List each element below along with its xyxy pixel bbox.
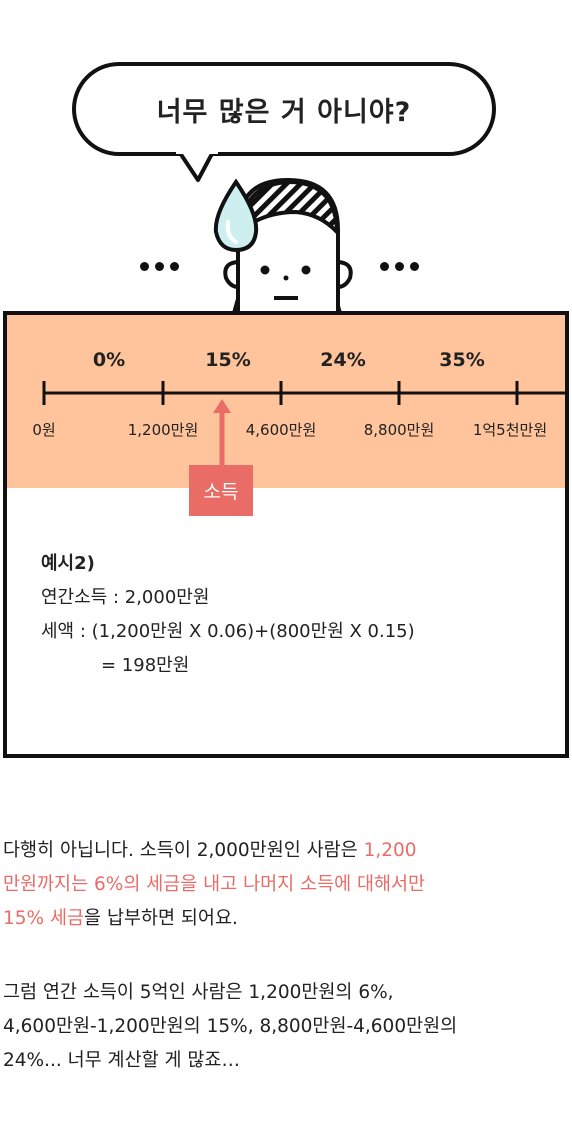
explanation-paragraph-2: 그럼 연간 소득이 5억인 사람은 1,200만원의 6%, 4,600만원-1… xyxy=(3,976,563,1078)
speech-bubble: 너무 많은 거 아니야? xyxy=(72,62,496,156)
bracket-axis xyxy=(42,381,565,467)
bracket-rate-0: 0% xyxy=(92,349,126,371)
example-tax-result: = 198만원 xyxy=(101,655,190,676)
example-block: 예시2) 연간소득 : 2,000만원 세액 : (1,200만원 X 0.06… xyxy=(41,547,415,683)
speech-bubble-text: 너무 많은 거 아니야? xyxy=(156,96,412,128)
ellipsis-dots-right xyxy=(380,262,419,271)
tick-label-2: 4,600만원 xyxy=(245,421,317,439)
ellipsis-dots-left xyxy=(140,262,179,271)
paragraph-1-text-start: 다행히 아닙니다. 소득이 2,000만원인 사람은 xyxy=(3,840,364,861)
paragraph-2-line-2: 4,600만원-1,200만원의 15%, 8,800만원-4,600만원의 xyxy=(3,1016,458,1037)
paragraph-1-highlight-b: 만원까지는 6%의 세금을 내고 나머지 소득에 대해서만 xyxy=(3,874,426,895)
paragraph-1-text-end: 을 납부하면 되어요. xyxy=(84,908,238,929)
explanation-paragraph-1: 다행히 아닙니다. 소득이 2,000만원인 사람은 1,200 만원까지는 6… xyxy=(3,834,563,936)
example-income: 연간소득 : 2,000만원 xyxy=(41,587,210,608)
tick-label-4: 1억5천만원 xyxy=(472,421,548,439)
tick-label-1: 1,200만원 xyxy=(127,421,199,439)
worried-character-illustration xyxy=(213,177,353,320)
speech-bubble-tail xyxy=(176,144,218,182)
income-marker-label: 소득 xyxy=(189,465,253,516)
example-title: 예시2) xyxy=(41,553,95,574)
tax-bracket-band xyxy=(7,315,565,488)
paragraph-1-highlight-a: 1,200 xyxy=(363,840,417,861)
bracket-rate-2: 24% xyxy=(320,349,366,371)
tick-label-3: 8,800만원 xyxy=(363,421,435,439)
bracket-rate-3: 35% xyxy=(439,349,485,371)
tax-example-card: 0% 15% 24% 35% 0원 1,200만원 4,600만원 8,800만… xyxy=(3,311,569,758)
paragraph-2-line-3: 24%... 너무 계산할 게 많죠… xyxy=(3,1050,240,1071)
bracket-rate-1: 15% xyxy=(205,349,251,371)
tick-label-0: 0원 xyxy=(32,421,56,439)
paragraph-2-line-1: 그럼 연간 소득이 5억인 사람은 1,200만원의 6%, xyxy=(3,982,394,1003)
paragraph-1-highlight-c: 15% 세금 xyxy=(3,908,85,929)
example-tax-formula: 세액 : (1,200만원 X 0.06)+(800만원 X 0.15) xyxy=(41,621,415,642)
